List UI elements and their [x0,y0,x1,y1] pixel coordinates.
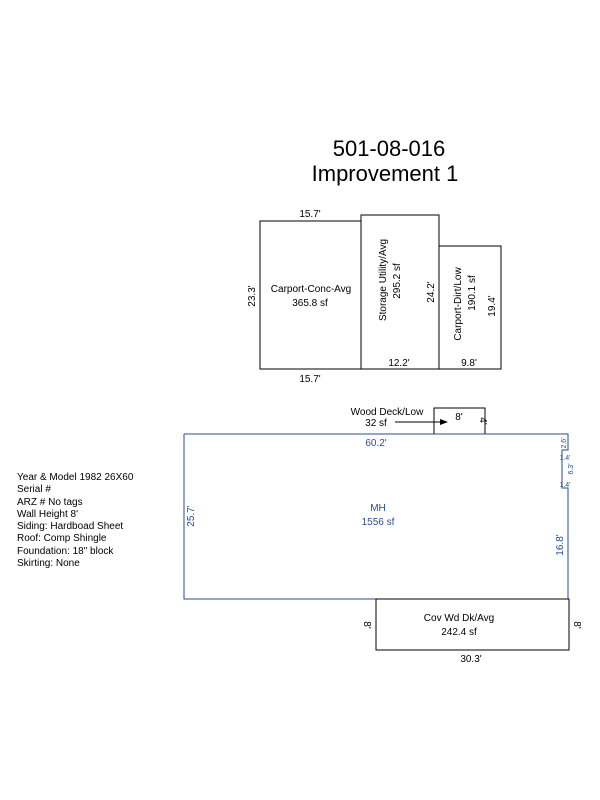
cov-deck-outline [375,598,570,651]
cov-deck-name: Cov Wd Dk/Avg [424,613,494,624]
carport-dirt-name: Carport-Dirt/Low [453,267,464,341]
carport-dirt-dim-right: 19.4' [487,295,498,316]
carport-dirt-outline [438,245,502,370]
carport-dirt-section: Carport-Dirt/Low 190.1 sf 19.4' 9.8' [438,245,502,370]
carport-conc-area: 365.8 sf [292,298,328,309]
mh-section: MH 1556 sf 60.2' 25.7' 16.8' 2.6' 1.4' 6… [183,433,575,600]
note-arz: ARZ # No tags [17,496,83,508]
carport-conc-dim-top: 15.7' [299,209,320,220]
cov-deck-dim-bottom: 30.3' [460,654,481,665]
improvement-title: Improvement 1 [312,161,459,186]
mh-dim-notch-mid: 6.3' [568,463,575,474]
wood-deck-arrow-head [440,419,448,425]
mh-name: MH [370,503,386,514]
note-skirting: Skirting: None [17,558,80,570]
mh-area: 1556 sf [362,517,395,528]
wood-deck-name: Wood Deck/Low [351,407,424,418]
parcel-number: 501-08-016 [333,136,446,161]
wood-deck-dim-top: 8' [455,412,463,423]
note-roof: Roof: Comp Shingle [17,533,107,545]
mh-dim-right-top: 2.6' [561,437,568,448]
note-year-model: Year & Model 1982 26X60 [17,472,134,483]
carport-conc-section: Carport-Conc-Avg 365.8 sf 15.7' 15.7' 23… [247,209,362,385]
storage-dim-bottom: 12.2' [388,358,409,369]
note-foundation: Foundation: 18" block [17,545,114,557]
cov-deck-dim-left: 8' [361,621,372,629]
note-wall-height: Wall Height 8' [17,508,79,520]
wood-deck-dim-right: 4' [477,417,488,425]
cov-deck-section: Cov Wd Dk/Avg 242.4 sf 8' 8' 30.3' [361,598,582,665]
mh-dim-right-lower: 16.8' [555,534,566,555]
mh-dim-left: 25.7' [186,505,197,526]
carport-conc-outline [259,220,362,370]
storage-dim-right: 24.2' [426,281,437,302]
carport-conc-dim-bottom: 15.7' [299,374,320,385]
mh-dim-notch-a: 1.4' [559,455,570,462]
cov-deck-area: 242.4 sf [441,627,477,638]
mh-dim-notch-b: 1.4' [559,482,570,489]
wood-deck-area: 32 sf [365,418,387,429]
note-serial: Serial # [17,484,51,496]
property-notes: Year & Model 1982 26X60 Serial # ARZ # N… [17,472,133,570]
carport-conc-dim-left: 23.3' [247,285,258,306]
wood-deck-section: Wood Deck/Low 32 sf 8' 4' [351,407,488,435]
storage-name: Storage Utility/Avg [378,239,389,321]
storage-section: Storage Utility/Avg 295.2 sf 24.2' 12.2' [360,214,440,370]
cov-deck-dim-right: 8' [571,621,582,629]
carport-dirt-dim-bottom: 9.8' [461,358,477,369]
storage-area: 295.2 sf [392,263,403,299]
carport-conc-name: Carport-Conc-Avg [271,284,351,295]
carport-dirt-area: 190.1 sf [467,275,478,311]
mh-dim-top: 60.2' [365,438,386,449]
note-siding: Siding: Hardboad Sheet [17,521,124,533]
mh-outline [183,433,569,600]
